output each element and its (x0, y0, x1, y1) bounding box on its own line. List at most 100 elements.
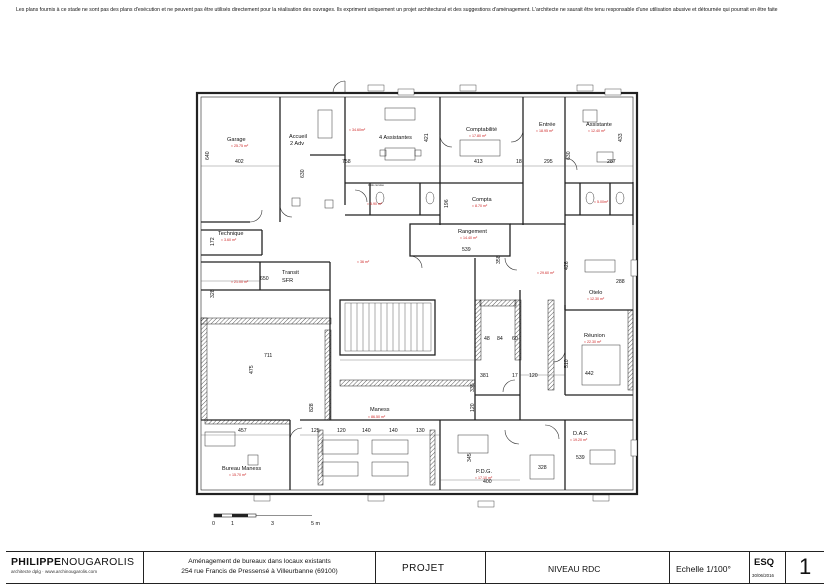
dim-label: 630 (566, 151, 572, 160)
sheet-number: 1 (799, 554, 812, 579)
area-pdg: ≈ 17.10 m² (475, 476, 493, 480)
area-bureau-maness: ≈ 15.70 m² (229, 473, 247, 477)
area-4-assistantes: ≈ 34.60m² (349, 128, 366, 132)
area-entree: ≈ 18.95 m² (536, 129, 554, 133)
phase-label: PROJET (402, 563, 445, 574)
dim-label: 650 (260, 276, 269, 282)
area-comptabilite: ≈ 17.80 m² (469, 134, 487, 138)
room-rangement: Rangement (458, 229, 487, 235)
room-comptabilite: Comptabilité (466, 127, 497, 133)
room-garage: Garage (227, 137, 246, 143)
disclaimer-note: Les plans fournis à ce stade ne sont pas… (16, 7, 778, 13)
dim-label: 510 (564, 359, 570, 368)
scale-label: 3 (271, 521, 274, 527)
doors (249, 80, 578, 445)
dim-label: 630 (300, 169, 306, 178)
dim-label: 328 (538, 465, 547, 471)
room-accueil: Accueil (289, 134, 307, 140)
scale-label: 0 (212, 521, 215, 527)
area-wc-1: ≈ 5.90 m² (367, 202, 383, 206)
level-cell: NIVEAU RDC (486, 552, 670, 583)
dim-label: 125 (311, 428, 320, 434)
area-reunion: ≈ 22.30 m² (584, 340, 602, 344)
sheet-cell: 1 (786, 552, 824, 583)
title-block: PHILIPPENOUGAROLIS architecte dplg · www… (6, 551, 824, 584)
room-pdg: P.D.G. (476, 469, 493, 475)
dim-label: 345 (467, 453, 473, 462)
drawing-date: 30/06/2016 (752, 573, 774, 578)
dim-label: 358 (496, 255, 502, 264)
architect-subtitle: architecte dplg · www.archinougarolis.co… (11, 569, 98, 574)
area-otelo: ≈ 12.30 m² (587, 297, 605, 301)
dim-label: 130 (416, 428, 425, 434)
scale-label: 5 m (311, 521, 320, 527)
area-circulation: ≈ 36 m² (357, 260, 370, 264)
dim-label: 295 (544, 159, 553, 165)
area-wc-2: ≈ 5.00m² (594, 200, 609, 204)
room-daf: D.A.F. (573, 431, 589, 437)
room-entree: Entrée (539, 122, 555, 128)
structural-hatch (200, 299, 634, 486)
room-bureau-maness: Bureau Maness (222, 466, 261, 472)
room-otelo: Otelo (589, 290, 602, 296)
room-compta: Compta (472, 197, 492, 203)
area-compta: ≈ 8.70 m² (472, 204, 488, 208)
code-cell: ESQ 30/06/2016 (750, 552, 786, 583)
project-title: Aménagement de bureaux dans locaux exist… (188, 558, 331, 565)
area-garage: ≈ 25.75 m² (231, 144, 249, 148)
area-technique: ≈ 3.60 m² (221, 238, 237, 242)
area-rangement: ≈ 14.40 m² (460, 236, 478, 240)
room-maness: Maness (370, 407, 390, 413)
architect-logo: PHILIPPENOUGAROLIS architecte dplg · www… (6, 552, 144, 583)
dim-label: 640 (205, 151, 211, 160)
level-label: NIVEAU RDC (548, 564, 601, 574)
staircase (344, 302, 432, 352)
furniture (204, 107, 625, 480)
dim-label: 457 (238, 428, 247, 434)
dim-label: 140 (362, 428, 371, 434)
dim-label: 172 (210, 237, 216, 246)
dim-label: 84 (497, 336, 503, 342)
label-dalle: Dalle carrelée (368, 183, 385, 187)
area-daf: ≈ 19.20 m² (570, 438, 588, 442)
dim-label: 539 (462, 247, 471, 253)
architect-name: PHILIPPENOUGAROLIS (11, 556, 134, 568)
area-hall: ≈ 29.60 m² (537, 271, 555, 275)
room-transit: Transit (282, 270, 299, 276)
scale-label: Echelle 1/100° (676, 564, 731, 574)
dim-label: 421 (424, 133, 430, 142)
room-accueil-sub: 2 Adv (290, 141, 304, 147)
exterior-walls (195, 91, 639, 496)
area-assistante: ≈ 12.40 m² (588, 129, 606, 133)
dim-label: 433 (618, 133, 624, 142)
dim-label: 140 (389, 428, 398, 434)
dim-label: 48 (484, 336, 490, 342)
dimension-labels: 640 402 630 758 421 413 18 295 630 287 4… (205, 133, 625, 485)
dim-label: 442 (585, 371, 594, 377)
area-maness: ≈ 86.50 m² (368, 415, 386, 419)
dim-label: 381 (480, 373, 489, 379)
window-markers (253, 84, 638, 508)
dim-label: 196 (444, 199, 450, 208)
dim-label: 328 (210, 289, 216, 298)
dim-label: 120 (337, 428, 346, 434)
phase-code: ESQ (754, 557, 775, 568)
dim-label: 413 (474, 159, 483, 165)
dim-label: 335 (470, 383, 476, 392)
dim-label: 17 (512, 373, 518, 379)
dim-label: 475 (249, 365, 255, 374)
dim-label: 758 (342, 159, 351, 165)
room-technique: Technique (218, 231, 244, 237)
room-labels: Garage ≈ 25.75 m² Accueil 2 Adv ≈ 34.60m… (218, 122, 612, 480)
dim-label: 288 (616, 279, 625, 285)
dim-label: 120 (470, 403, 476, 412)
dimension-lines (201, 165, 633, 481)
room-assistante: Assistante (586, 122, 612, 128)
dim-label: 402 (235, 159, 244, 165)
room-transit-sfr: SFR (282, 278, 293, 284)
area-transit: ≈ 21.00 m² (231, 280, 249, 284)
dim-label: 287 (607, 159, 616, 165)
dim-label: 18 (516, 159, 522, 165)
scale-bar: 0 1 3 5 m (212, 513, 320, 527)
phase-cell: PROJET (376, 552, 486, 583)
